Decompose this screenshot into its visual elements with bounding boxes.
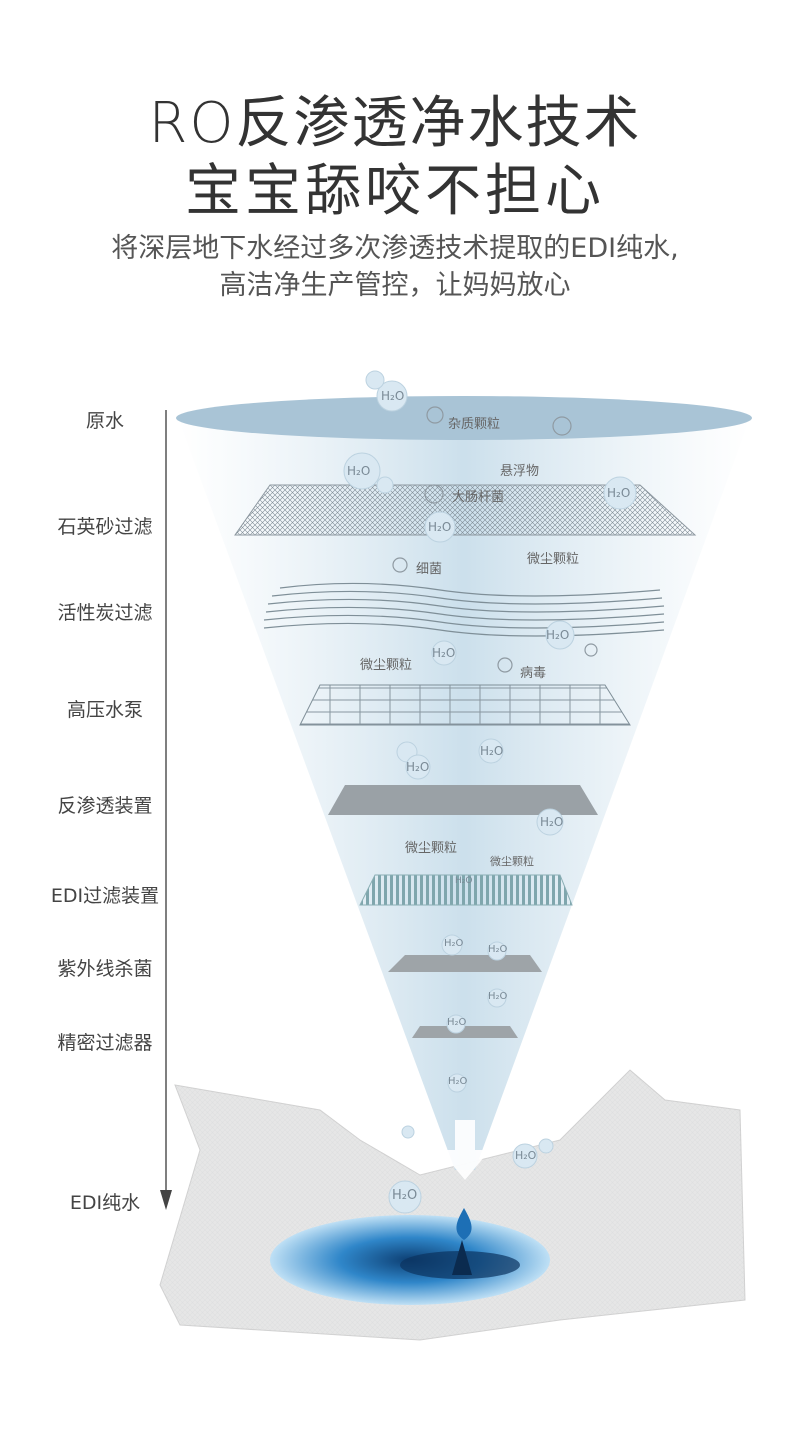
layer-high-pressure-pump xyxy=(299,684,631,726)
particle-bacteria: 细菌 xyxy=(416,562,443,577)
stage-label-activated-carbon: 活性炭过滤 xyxy=(57,602,153,624)
down-arrow-icon xyxy=(440,1120,490,1180)
particle-suspended: 悬浮物 xyxy=(500,464,540,479)
h2o-label: H₂O xyxy=(546,628,570,642)
layer-quartz-sand xyxy=(234,484,697,536)
bubble-icon xyxy=(343,370,637,1214)
stage-label-precision-filter: 精密过滤器 xyxy=(57,1032,153,1054)
h2o-label: H₂O xyxy=(540,815,564,829)
layer-precision-filter xyxy=(412,1026,518,1038)
axis-arrow-icon xyxy=(160,1190,172,1210)
title-line-1: RO反渗透净水技术 xyxy=(148,91,642,156)
h2o-label: H₂O xyxy=(381,389,405,403)
particle-virus: 病毒 xyxy=(520,666,547,681)
h2o-label: H₂O xyxy=(455,876,473,886)
layer-reverse-osmosis xyxy=(328,785,598,815)
stage-label-quartz-sand: 石英砂过滤 xyxy=(57,516,153,538)
layer-edi xyxy=(359,874,573,906)
stage-label-edi-pure-water: EDI纯水 xyxy=(69,1192,141,1214)
h2o-label: H₂O xyxy=(447,1017,467,1028)
stage-label-edi: EDI过滤装置 xyxy=(50,885,160,907)
filtration-diagram: 原水 石英砂过滤 活性炭过滤 高压水泵 反渗透装置 EDI过滤装置 紫外线杀菌 … xyxy=(0,340,790,1438)
subtitle-line-2: 高洁净生产管控，让妈妈放心 xyxy=(219,270,571,301)
diagram-graphics xyxy=(159,370,752,1341)
particle-ecoli: 大肠杆菌 xyxy=(452,490,505,505)
h2o-label: H₂O xyxy=(392,1188,418,1203)
h2o-label: H₂O xyxy=(480,744,504,758)
title-line-2: 宝宝舔咬不担心 xyxy=(185,159,605,224)
h2o-label: H₂O xyxy=(515,1149,537,1162)
h2o-label: H₂O xyxy=(444,938,464,949)
h2o-label: H₂O xyxy=(347,464,371,478)
stage-label-high-pressure-pump: 高压水泵 xyxy=(66,699,143,721)
h2o-label: H₂O xyxy=(488,944,508,955)
particle-impurity: 杂质颗粒 xyxy=(448,417,501,432)
stage-label-uv: 紫外线杀菌 xyxy=(57,958,153,980)
h2o-label: H₂O xyxy=(432,646,456,660)
water-droplet-icon xyxy=(456,1208,472,1240)
h2o-label: H₂O xyxy=(488,991,508,1002)
particle-dust-3: 微尘颗粒 xyxy=(405,841,458,856)
h2o-label: H₂O xyxy=(428,520,452,534)
particle-dust-4: 微尘颗粒 xyxy=(490,855,534,868)
particle-dust-2: 微尘颗粒 xyxy=(360,658,413,673)
h2o-label: H₂O xyxy=(406,760,430,774)
microbe-icon xyxy=(392,406,598,673)
layer-activated-carbon xyxy=(263,582,665,637)
h2o-label: H₂O xyxy=(448,1076,468,1087)
particle-dust-1: 微尘颗粒 xyxy=(527,552,580,567)
raw-water-surface xyxy=(176,396,752,440)
subtitle-line-1: 将深层地下水经过多次渗透技术提取的EDI纯水, xyxy=(111,233,679,264)
stage-label-raw-water: 原水 xyxy=(85,410,124,432)
layer-uv xyxy=(388,955,542,972)
stage-label-reverse-osmosis: 反渗透装置 xyxy=(57,795,153,817)
h2o-label: H₂O xyxy=(607,486,631,500)
